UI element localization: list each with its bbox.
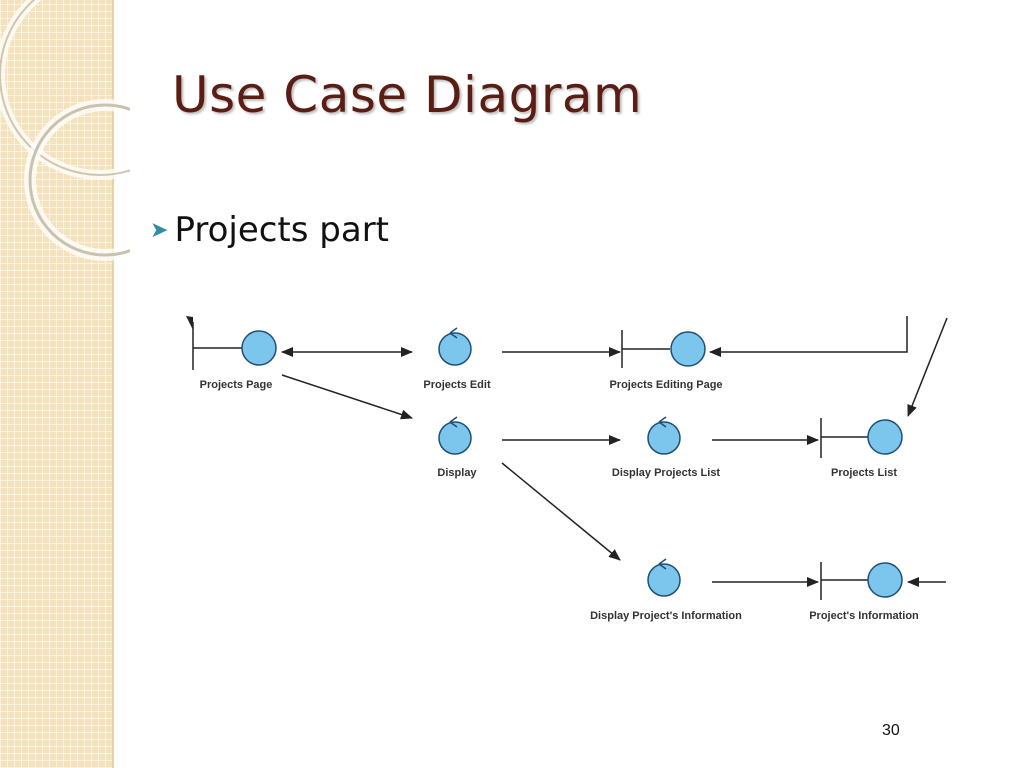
label-projects-list: Projects List bbox=[831, 467, 897, 479]
bullet-item: ➤ Projects part bbox=[150, 210, 389, 250]
edge-external-projects-editing-page bbox=[709, 316, 908, 357]
node-projects-page: Projects Page bbox=[186, 316, 277, 391]
edge-external-projects-list bbox=[907, 317, 948, 417]
node-projects-edit: Projects Edit bbox=[423, 327, 491, 391]
decorative-rings bbox=[0, 0, 130, 261]
label-projects-editing-page: Projects Editing Page bbox=[609, 379, 722, 391]
label-display: Display bbox=[437, 467, 477, 479]
label-display-projects-list: Display Projects List bbox=[612, 467, 721, 479]
label-projects-edit: Projects Edit bbox=[423, 379, 491, 391]
node-project-information: Project's Information bbox=[809, 562, 919, 622]
node-projects-list: Projects List bbox=[820, 418, 903, 479]
node-display: Display bbox=[437, 416, 477, 479]
node-display-project-information: Display Project's Information bbox=[590, 558, 742, 622]
label-projects-page: Projects Page bbox=[200, 379, 273, 391]
slide-title: Use Case Diagram bbox=[172, 66, 643, 124]
edge-projects-page-display bbox=[281, 374, 413, 420]
node-display-projects-list: Display Projects List bbox=[612, 416, 721, 479]
node-projects-editing-page: Projects Editing Page bbox=[609, 330, 723, 391]
arrow-bullet-icon: ➤ bbox=[150, 217, 169, 242]
label-project-information: Project's Information bbox=[809, 610, 919, 622]
label-display-project-information: Display Project's Information bbox=[590, 610, 742, 622]
edge-display-display-project-information bbox=[501, 462, 621, 561]
bullet-text: Projects part bbox=[174, 210, 390, 250]
page-number: 30 bbox=[882, 722, 900, 739]
